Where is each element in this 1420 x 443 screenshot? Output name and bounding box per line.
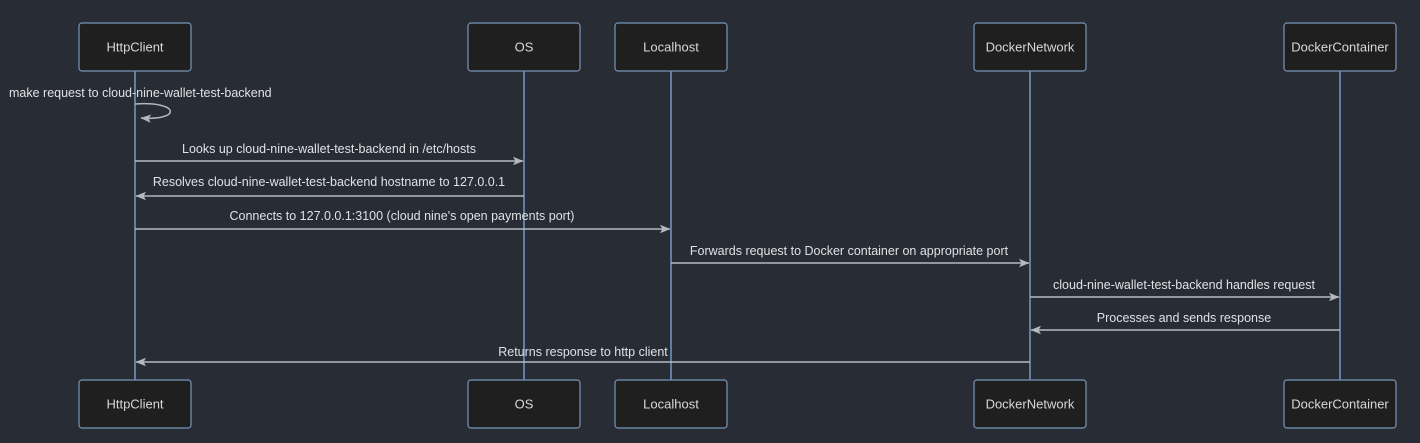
message-m2[interactable]: Looks up cloud-nine-wallet-test-backend … bbox=[135, 142, 524, 166]
participant-label: HttpClient bbox=[106, 39, 163, 54]
message-label: Forwards request to Docker container on … bbox=[690, 244, 1009, 258]
message-label: cloud-nine-wallet-test-backend handles r… bbox=[1053, 278, 1315, 292]
messages-group: make request to cloud-nine-wallet-test-b… bbox=[9, 86, 1340, 367]
message-m6[interactable]: cloud-nine-wallet-test-backend handles r… bbox=[1030, 278, 1340, 302]
participant-dockernetwork-bottom[interactable]: DockerNetwork bbox=[973, 379, 1087, 429]
lifelines-group bbox=[134, 71, 1341, 380]
participant-box bbox=[614, 22, 728, 72]
participant-httpclient-top[interactable]: HttpClient bbox=[78, 22, 192, 72]
message-label: Looks up cloud-nine-wallet-test-backend … bbox=[182, 142, 476, 156]
participant-label: OS bbox=[515, 396, 534, 411]
participant-dockernetwork-top[interactable]: DockerNetwork bbox=[973, 22, 1087, 72]
message-m7[interactable]: Processes and sends response bbox=[1030, 311, 1340, 335]
participant-label: Localhost bbox=[643, 396, 699, 411]
participant-boxes-top: HttpClient OS Localhost DockerNetwork Docker… bbox=[78, 22, 1397, 72]
participant-label: OS bbox=[515, 39, 534, 54]
participant-label: DockerContainer bbox=[1291, 39, 1389, 54]
message-label: make request to cloud-nine-wallet-test-b… bbox=[9, 86, 272, 100]
participant-label: DockerContainer bbox=[1291, 396, 1389, 411]
participant-label: DockerNetwork bbox=[986, 396, 1075, 411]
participant-localhost-bottom[interactable]: Localhost bbox=[614, 379, 728, 429]
participant-label: Localhost bbox=[643, 39, 699, 54]
participant-box bbox=[973, 379, 1087, 429]
participant-box bbox=[1283, 22, 1397, 72]
participant-os-bottom[interactable]: OS bbox=[467, 379, 581, 429]
participant-box bbox=[973, 22, 1087, 72]
message-m1[interactable]: make request to cloud-nine-wallet-test-b… bbox=[9, 86, 272, 123]
message-label: Connects to 127.0.0.1:3100 (cloud nine's… bbox=[230, 209, 575, 223]
message-m8[interactable]: Returns response to http client bbox=[135, 345, 1030, 367]
message-label: Resolves cloud-nine-wallet-test-backend … bbox=[153, 175, 505, 189]
message-m3[interactable]: Resolves cloud-nine-wallet-test-backend … bbox=[135, 175, 524, 201]
message-label: Returns response to http client bbox=[498, 345, 668, 359]
participant-dockercontainer-bottom[interactable]: DockerContainer bbox=[1283, 379, 1397, 429]
participant-dockercontainer-top[interactable]: DockerContainer bbox=[1283, 22, 1397, 72]
participant-box bbox=[614, 379, 728, 429]
participant-os-top[interactable]: OS bbox=[467, 22, 581, 72]
message-m5[interactable]: Forwards request to Docker container on … bbox=[671, 244, 1030, 268]
participant-box bbox=[467, 379, 581, 429]
message-self-loop-arrow bbox=[134, 102, 171, 123]
participant-box bbox=[1283, 379, 1397, 429]
message-m4[interactable]: Connects to 127.0.0.1:3100 (cloud nine's… bbox=[135, 209, 671, 234]
participant-boxes-bottom: HttpClient OS Localhost DockerNetwork Docker… bbox=[78, 379, 1397, 429]
participant-label: DockerNetwork bbox=[986, 39, 1075, 54]
participant-box bbox=[78, 22, 192, 72]
participant-label: HttpClient bbox=[106, 396, 163, 411]
participant-box bbox=[467, 22, 581, 72]
participant-httpclient-bottom[interactable]: HttpClient bbox=[78, 379, 192, 429]
message-label: Processes and sends response bbox=[1097, 311, 1271, 325]
participant-localhost-top[interactable]: Localhost bbox=[614, 22, 728, 72]
participant-box bbox=[78, 379, 192, 429]
